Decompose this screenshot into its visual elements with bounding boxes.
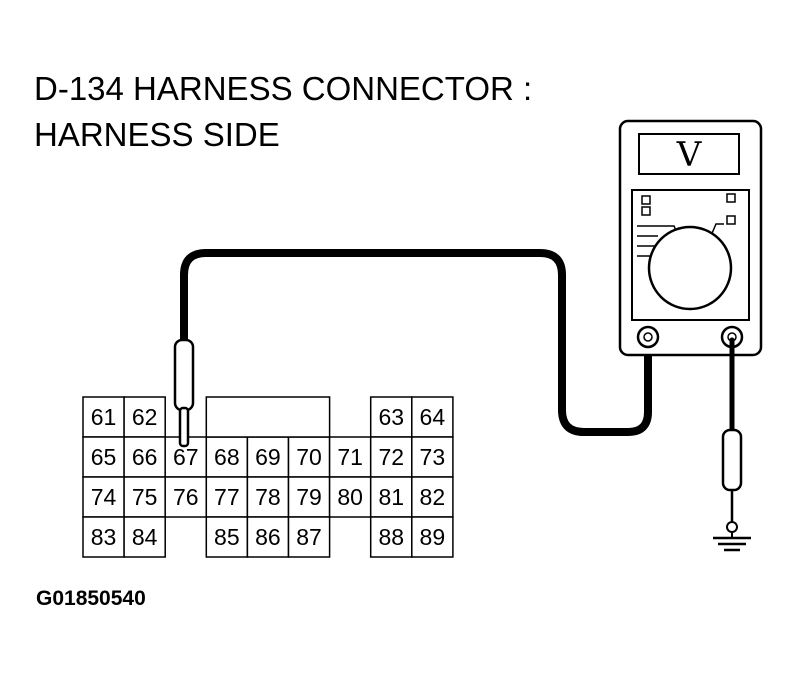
- pin-number-82: 82: [420, 484, 446, 510]
- pin-number-65: 65: [91, 444, 117, 470]
- connector-cavity: [328, 436, 372, 478]
- pin-number-87: 87: [296, 524, 322, 550]
- pin-number-75: 75: [132, 484, 158, 510]
- connector-cavity: [411, 396, 454, 438]
- pin-number-80: 80: [337, 484, 363, 510]
- pin-number-84: 84: [132, 524, 158, 550]
- connector-cavity: [369, 476, 413, 518]
- pin-number-66: 66: [132, 444, 158, 470]
- pin-number-67: 67: [173, 444, 199, 470]
- connector-cavity: [164, 476, 208, 518]
- connector-cavity: [205, 436, 249, 478]
- harness-connector: 61 62 63 64 65 66 67 68 69 70 71 72 73 74 75 76 77 78 79 80…: [82, 396, 454, 558]
- connector-cavity: [123, 516, 166, 558]
- pin-number-63: 63: [378, 404, 404, 430]
- pin-number-62: 62: [132, 404, 158, 430]
- pin-number-86: 86: [255, 524, 281, 550]
- range-marks: [637, 223, 724, 257]
- probe-wire: [180, 249, 652, 436]
- pin-number-68: 68: [214, 444, 240, 470]
- pin-number-70: 70: [296, 444, 322, 470]
- connector-cavity: [411, 516, 454, 558]
- pin-number-78: 78: [255, 484, 281, 510]
- connector-cavity: [205, 516, 249, 558]
- pin-number-88: 88: [378, 524, 404, 550]
- probe: [173, 338, 195, 448]
- connector-cavity: [369, 436, 413, 478]
- mode-indicator-icon: [726, 193, 736, 203]
- pin-number-71: 71: [337, 444, 363, 470]
- connector-cavity: [246, 436, 290, 478]
- pin-number-77: 77: [214, 484, 240, 510]
- connector-cavity: [287, 516, 331, 558]
- connector-cavity: [411, 476, 454, 518]
- mode-indicator-icon: [641, 195, 651, 205]
- diagram-title-line2: HARNESS SIDE: [34, 116, 280, 153]
- ground-lead: [721, 337, 743, 538]
- diagram-title-line1: D-134 HARNESS CONNECTOR :: [34, 70, 533, 107]
- pin-number-61: 61: [91, 404, 117, 430]
- mode-indicator-icon: [726, 215, 736, 225]
- pin-number-73: 73: [420, 444, 446, 470]
- mode-indicator-icon: [641, 206, 651, 216]
- voltmeter-display: [638, 133, 740, 175]
- pin-number-79: 79: [296, 484, 322, 510]
- pin-number-76: 76: [173, 484, 199, 510]
- pin-number-69: 69: [255, 444, 281, 470]
- figure-code: G01850540: [36, 587, 146, 610]
- connector-cavity: [411, 436, 454, 478]
- connector-cavity: [123, 476, 166, 518]
- voltmeter: V: [618, 119, 763, 357]
- pin-number-81: 81: [378, 484, 404, 510]
- selector-dial-icon: [647, 225, 733, 311]
- pin-number-64: 64: [420, 404, 446, 430]
- pin-number-83: 83: [91, 524, 117, 550]
- pin-number-85: 85: [214, 524, 240, 550]
- connector-latch: [205, 396, 331, 438]
- connector-cavity: [123, 396, 166, 438]
- pin-number-72: 72: [378, 444, 404, 470]
- pin-number-89: 89: [420, 524, 446, 550]
- connector-cavity: [82, 476, 125, 518]
- connector-cavity: [369, 516, 413, 558]
- connector-cavity: [82, 516, 125, 558]
- voltmeter-display-label: V: [676, 135, 703, 175]
- pin-number-74: 74: [91, 484, 117, 510]
- ground-icon: [713, 536, 751, 552]
- connector-cavity: [287, 476, 331, 518]
